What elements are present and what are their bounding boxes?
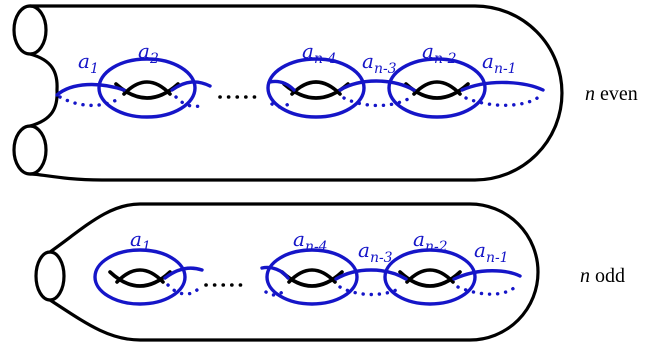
curve-an-4 <box>266 57 366 119</box>
curve-an-3 <box>338 79 416 92</box>
label-an-1: an-1 <box>482 49 517 77</box>
label-an-3: an-3 <box>362 49 397 77</box>
curve-a1 <box>55 82 126 97</box>
curve-a1-hidden <box>58 95 122 108</box>
curve-labels-odd: a1 an-4 an-3 an-2 an-1 <box>130 227 509 266</box>
curve-an-5-stub <box>260 265 290 280</box>
label-a1: a1 <box>130 227 151 255</box>
curve-a1 <box>93 248 187 306</box>
label-an-4: an-4 <box>302 39 337 67</box>
caption-even: n even <box>585 83 638 105</box>
curve-a3-stub <box>170 80 212 92</box>
panel-even: a1 a2 an-4 an-3 an-2 an-1 n even <box>12 4 638 182</box>
curve-an-1 <box>452 269 522 281</box>
label-a2: a2 <box>138 39 159 67</box>
curve-an-5-stub <box>268 79 296 92</box>
curve-an-3 <box>334 268 408 281</box>
curve-an-1-hidden <box>456 282 520 296</box>
curve-an-2 <box>383 248 477 306</box>
label-an-1: an-1 <box>474 238 509 266</box>
label-an-2: an-2 <box>422 39 457 67</box>
label-an-3: an-3 <box>358 238 393 266</box>
curve-an-1 <box>460 80 545 92</box>
curve-a2-stub <box>163 266 204 280</box>
panel-odd: a1 an-4 an-3 an-2 an-1 n odd <box>34 202 625 342</box>
curve-an-2 <box>387 57 487 119</box>
curves-odd <box>93 248 522 306</box>
curves-even <box>55 57 545 119</box>
surface-outline-even <box>12 4 564 182</box>
curve-a2 <box>97 57 197 119</box>
curve-labels-even: a1 a2 an-4 an-3 an-2 an-1 <box>78 39 517 77</box>
handle <box>108 268 172 288</box>
label-an-4: an-4 <box>293 227 328 255</box>
curve-an-4 <box>265 248 359 306</box>
curve-an-1-hidden <box>464 94 542 107</box>
label-a1: a1 <box>78 49 99 77</box>
caption-odd: n odd <box>580 265 625 287</box>
surface-outline-odd <box>34 202 540 342</box>
label-an-2: an-2 <box>413 227 448 255</box>
curve-an-3-hidden <box>338 285 404 297</box>
handle <box>280 268 344 288</box>
handle <box>398 268 462 288</box>
